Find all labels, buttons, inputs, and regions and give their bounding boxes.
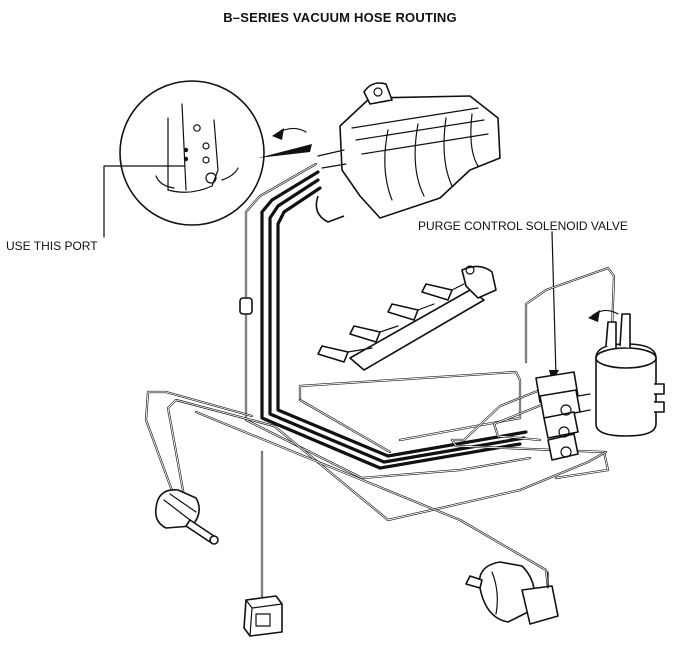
intake-manifold (272, 82, 501, 223)
main-hose-bundle (239, 162, 532, 480)
fuel-rail (317, 265, 497, 371)
purge-valve-leader (551, 231, 557, 377)
purge-control-solenoid-valve-label: PURGE CONTROL SOLENOID VALVE (418, 219, 628, 233)
injector-3 (387, 303, 419, 321)
diagram-title: B–SERIES VACUUM HOSE ROUTING (223, 10, 457, 25)
injector-4 (421, 283, 453, 301)
vacuum-actuator (465, 561, 559, 625)
egr-hoses (144, 390, 608, 590)
charcoal-canister (588, 309, 665, 437)
purge-solenoid-valves (535, 371, 591, 461)
port-detail-callout (119, 80, 312, 226)
use-this-port-label: USE THIS PORT (6, 239, 98, 253)
injector-2 (349, 325, 381, 343)
canister-hoses (298, 266, 616, 480)
use-this-port-leader (103, 165, 185, 238)
injector-1 (317, 345, 349, 363)
egr-valve (154, 489, 219, 545)
map-sensor (243, 595, 283, 637)
